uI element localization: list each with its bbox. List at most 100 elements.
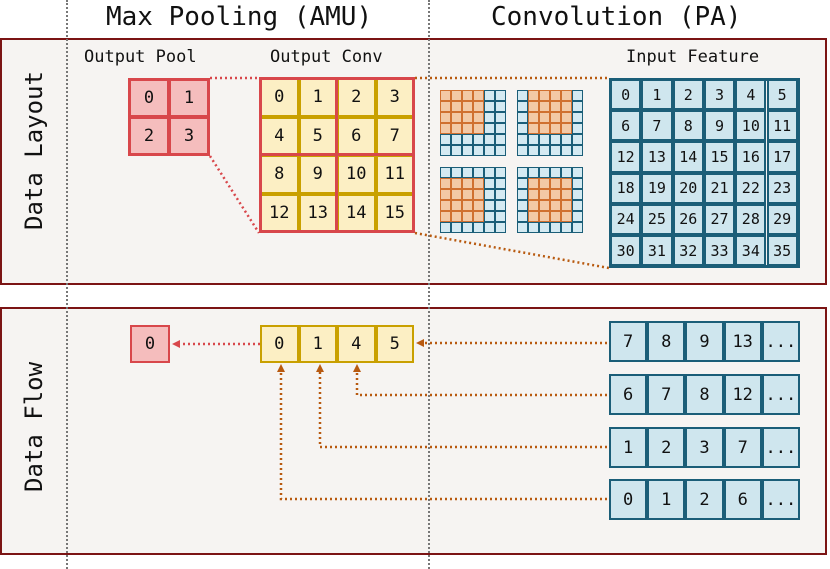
kernel-window-cell bbox=[462, 200, 473, 211]
mini-input-cell bbox=[517, 123, 528, 134]
mini-input-cell bbox=[495, 123, 506, 134]
input-cell: 6 bbox=[610, 110, 642, 142]
mini-input-cell bbox=[561, 145, 572, 156]
kernel-window-cell bbox=[473, 112, 484, 123]
input-cell: 8 bbox=[672, 110, 704, 142]
kernel-window-cell bbox=[462, 211, 473, 222]
mini-input-cell bbox=[572, 101, 583, 112]
kernel-window-cell bbox=[550, 178, 561, 189]
input-cell: 28 bbox=[735, 203, 767, 235]
mini-input-cell bbox=[517, 112, 528, 123]
conv-cell: 1 bbox=[298, 78, 337, 117]
input-cell: 23 bbox=[766, 172, 798, 204]
mini-input-cell bbox=[484, 134, 495, 145]
kernel-window-cell bbox=[528, 211, 539, 222]
kernel-window-cell bbox=[550, 101, 561, 112]
flow-input-cell: 7 bbox=[723, 427, 762, 468]
kernel-window-cell bbox=[451, 211, 462, 222]
mini-input-cell bbox=[550, 222, 561, 233]
mini-input-cell bbox=[440, 145, 451, 156]
flow-conv-cell: 4 bbox=[337, 325, 376, 363]
output-conv-label: Output Conv bbox=[270, 47, 383, 67]
conv-cell: 5 bbox=[298, 116, 337, 155]
kernel-window-cell bbox=[561, 101, 572, 112]
mini-input-cell bbox=[495, 112, 506, 123]
mini-input-cell bbox=[451, 167, 462, 178]
mini-input-cell bbox=[539, 222, 550, 233]
kernel-window-cell bbox=[440, 90, 451, 101]
input-cell: 21 bbox=[703, 172, 736, 204]
kernel-window-cell bbox=[462, 123, 473, 134]
mini-input-cell bbox=[528, 145, 539, 156]
mini-input-cell bbox=[572, 200, 583, 211]
flow-input-cell: 1 bbox=[609, 427, 648, 468]
flow-input-cell: 6 bbox=[609, 374, 648, 415]
flow-input-cell: ... bbox=[761, 427, 800, 468]
mini-input-cell bbox=[495, 101, 506, 112]
mini-input-cell bbox=[495, 211, 506, 222]
mini-input-cell bbox=[462, 167, 473, 178]
mini-input-cell bbox=[495, 90, 506, 101]
input-cell: 16 bbox=[735, 141, 767, 173]
kernel-window-cell bbox=[550, 211, 561, 222]
kernel-window-cell bbox=[440, 123, 451, 134]
kernel-window-cell bbox=[451, 90, 462, 101]
input-grid-border bbox=[609, 78, 800, 268]
kernel-window-cell bbox=[473, 101, 484, 112]
input-cell: 31 bbox=[641, 235, 673, 267]
input-cell: 17 bbox=[766, 141, 798, 173]
input-cell: 20 bbox=[672, 172, 704, 204]
conv-cell: 9 bbox=[298, 155, 337, 194]
arrowhead-row1 bbox=[416, 339, 424, 347]
mini-input-cell bbox=[561, 167, 572, 178]
kernel-window-cell bbox=[473, 211, 484, 222]
mini-input-cell bbox=[484, 112, 495, 123]
kernel-window-cell bbox=[462, 178, 473, 189]
mini-input-cell bbox=[539, 134, 550, 145]
mini-input-cell bbox=[572, 189, 583, 200]
input-feature-label: Input Feature bbox=[626, 47, 760, 67]
flow-input-cell: 7 bbox=[609, 321, 648, 362]
flow-input-cell: 2 bbox=[647, 427, 686, 468]
conv-quadrant-separator bbox=[259, 153, 415, 156]
kernel-window-cell bbox=[550, 123, 561, 134]
mini-input-cell bbox=[539, 167, 550, 178]
kernel-window-cell bbox=[561, 178, 572, 189]
kernel-window-cell bbox=[539, 90, 550, 101]
mini-input-cell bbox=[495, 134, 506, 145]
kernel-window-cell bbox=[528, 101, 539, 112]
kernel-window-cell bbox=[561, 211, 572, 222]
mini-input-cell bbox=[484, 211, 495, 222]
divider-middle bbox=[428, 0, 430, 569]
mini-input-cell bbox=[484, 222, 495, 233]
mini-input-cell bbox=[495, 145, 506, 156]
mini-input-cell bbox=[517, 178, 528, 189]
kernel-window-cell bbox=[451, 189, 462, 200]
kernel-window-cell bbox=[561, 90, 572, 101]
flow-conv-cell: 0 bbox=[260, 325, 299, 363]
mini-input-cell bbox=[517, 222, 528, 233]
kernel-window-cell bbox=[462, 101, 473, 112]
mini-input-cell bbox=[517, 101, 528, 112]
flow-input-cell: 12 bbox=[723, 374, 762, 415]
kernel-window-cell bbox=[550, 200, 561, 211]
max-pooling-title: Max Pooling (AMU) bbox=[106, 2, 373, 32]
mini-input-cell bbox=[484, 200, 495, 211]
mini-input-cell bbox=[572, 90, 583, 101]
kernel-window-cell bbox=[440, 211, 451, 222]
mini-input-cell bbox=[473, 145, 484, 156]
mini-input-cell bbox=[539, 145, 550, 156]
input-cell: 10 bbox=[735, 110, 767, 142]
kernel-window-cell bbox=[561, 112, 572, 123]
mini-input-cell bbox=[484, 167, 495, 178]
kernel-window-cell bbox=[539, 123, 550, 134]
mini-input-cell bbox=[495, 200, 506, 211]
flow-input-cell: 3 bbox=[685, 427, 724, 468]
mini-input-cell bbox=[528, 134, 539, 145]
kernel-window-cell bbox=[528, 112, 539, 123]
kernel-window-cell bbox=[440, 112, 451, 123]
mini-input-cell bbox=[495, 222, 506, 233]
input-cell: 29 bbox=[766, 203, 798, 235]
kernel-window-cell bbox=[539, 178, 550, 189]
